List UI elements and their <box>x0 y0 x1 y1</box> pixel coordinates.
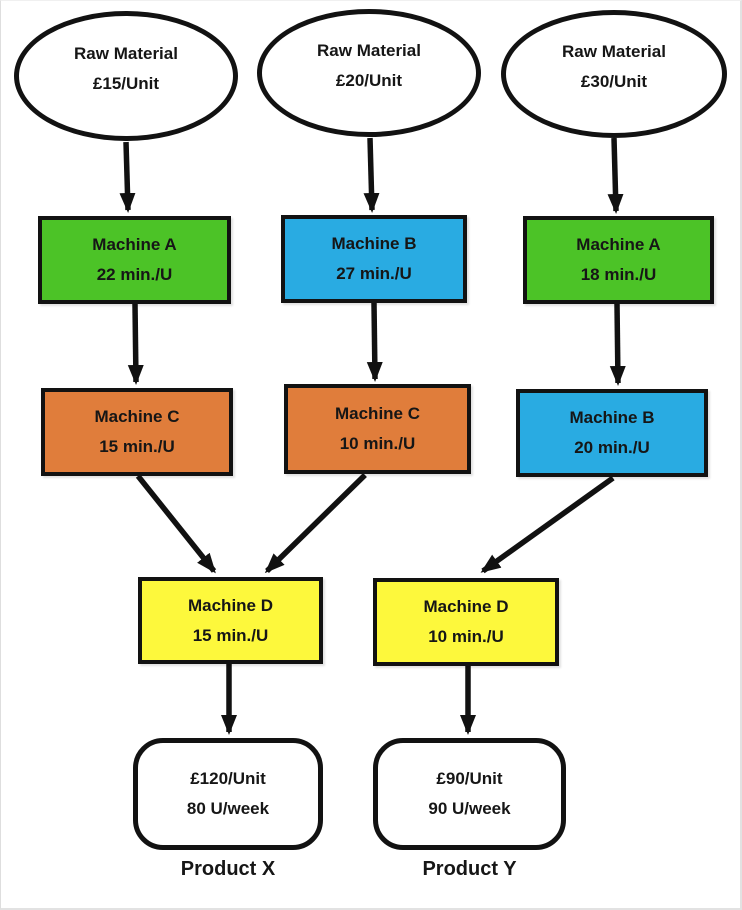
raw-material-1-node: Raw Material £15/Unit <box>14 11 238 141</box>
node-value: £30/Unit <box>580 72 648 91</box>
node-title: Machine D <box>187 595 274 615</box>
node-title: £90/Unit <box>436 769 503 788</box>
node-value: 27 min./U <box>336 264 412 283</box>
node-title: Machine A <box>576 235 661 254</box>
raw-material-3-node: Raw Material £30/Unit <box>501 10 727 138</box>
machine-d-1-node: Machine D 15 min./U <box>138 577 323 664</box>
node-value: £20/Unit <box>335 71 403 90</box>
arrow-machineC2-machineD1 <box>264 473 367 574</box>
product-y-node: £90/Unit 90 U/week <box>373 738 566 850</box>
node-title: Machine C <box>94 407 180 426</box>
arrow-raw1-machineA1 <box>119 141 136 213</box>
node-value: 10 min./U <box>339 434 416 453</box>
machine-c-1-node: Machine C 15 min./U <box>41 388 233 476</box>
node-value: 15 min./U <box>192 625 269 645</box>
arrow-machineC1-machineD1 <box>135 474 217 574</box>
node-title: Machine D <box>423 597 509 616</box>
node-title: Machine B <box>331 234 417 253</box>
node-title: Machine A <box>92 235 177 254</box>
machine-b-1-node: Machine B 27 min./U <box>281 215 467 303</box>
arrow-machineB1-machineC2 <box>366 302 383 382</box>
raw-material-2-node: Raw Material £20/Unit <box>257 9 481 137</box>
arrow-machineB2-machineD2 <box>480 475 615 574</box>
machine-b-2-node: Machine B 20 min./U <box>516 389 708 477</box>
node-title: Machine B <box>569 408 655 427</box>
node-value: 90 U/week <box>428 799 511 818</box>
machine-c-2-node: Machine C 10 min./U <box>284 384 471 474</box>
node-title: £120/Unit <box>190 769 266 788</box>
arrow-machineA1-machineC1 <box>127 303 144 385</box>
machine-d-2-node: Machine D 10 min./U <box>373 578 559 666</box>
node-value: 22 min./U <box>96 265 173 284</box>
machine-a-2-node: Machine A 18 min./U <box>523 216 714 304</box>
machine-a-1-node: Machine A 22 min./U <box>38 216 231 304</box>
node-value: 20 min./U <box>574 438 650 457</box>
arrow-raw3-machineA2 <box>607 137 624 214</box>
node-value: 18 min./U <box>580 265 657 284</box>
arrow-machineA2-machineB2 <box>609 303 626 386</box>
node-value: 15 min./U <box>99 437 175 456</box>
node-title: Raw Material <box>74 44 178 63</box>
node-value: 10 min./U <box>428 627 504 646</box>
node-title: Machine C <box>334 404 421 423</box>
product-x-label: Product X <box>180 858 276 880</box>
node-title: Raw Material <box>317 41 421 60</box>
product-y-label: Product Y <box>422 858 517 880</box>
node-title: Raw Material <box>562 42 666 61</box>
node-value: £15/Unit <box>92 74 160 93</box>
node-value: 80 U/week <box>186 799 270 818</box>
arrow-raw2-machineB1 <box>363 137 380 213</box>
product-x-node: £120/Unit 80 U/week <box>133 738 323 850</box>
